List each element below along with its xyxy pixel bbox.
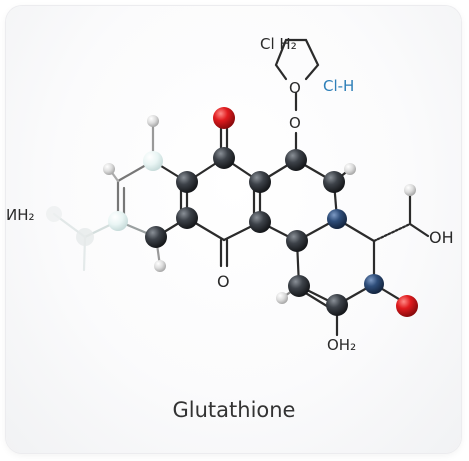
oxygen-atom (213, 107, 235, 129)
label-oh-right: OH (429, 228, 454, 247)
carbon-atom (249, 211, 271, 233)
atom-labels: Cl H₂ O Cl-H O O ИH₂ OH OH₂ (6, 35, 454, 354)
carbon-atom (285, 149, 307, 171)
carbon-atom (288, 275, 310, 297)
carbon-atom (249, 171, 271, 193)
oxygen-atom (396, 295, 418, 317)
hydrogen-atom (344, 163, 356, 175)
hydrogen-atom (103, 163, 115, 175)
faded-atom (76, 228, 94, 246)
carbon-atom (145, 226, 167, 248)
carbon-atom (323, 171, 345, 193)
carbon-atom (213, 147, 235, 169)
label-o-ring: O (289, 79, 301, 97)
bond (408, 222, 430, 238)
label-o-ketone: O (217, 272, 230, 291)
hydrogen-atom (404, 184, 416, 196)
carbon-atom (176, 207, 198, 229)
faded-atom (46, 206, 62, 222)
label-ch2-top: Cl H₂ (260, 35, 297, 53)
label-nh2-left: ИH₂ (6, 206, 35, 224)
carbon-atom (326, 294, 348, 316)
bond (372, 222, 412, 243)
hydrogen-atom (276, 292, 288, 304)
label-o-ether: O (289, 114, 301, 132)
molecule-title: Glutathione (173, 398, 296, 422)
hydrogen-atom (108, 211, 128, 231)
atoms (46, 107, 418, 317)
hydrogen-atom (143, 151, 163, 171)
bond (274, 38, 320, 81)
label-cl-h: Cl-H (323, 77, 354, 95)
nitrogen-atom (364, 274, 384, 294)
label-oh2-bottom: OH₂ (327, 336, 356, 354)
carbon-atom (286, 230, 308, 252)
nitrogen-atom (327, 209, 347, 229)
hydrogen-atom (147, 115, 159, 127)
hydrogen-atom (154, 260, 166, 272)
carbon-atom (176, 171, 198, 193)
